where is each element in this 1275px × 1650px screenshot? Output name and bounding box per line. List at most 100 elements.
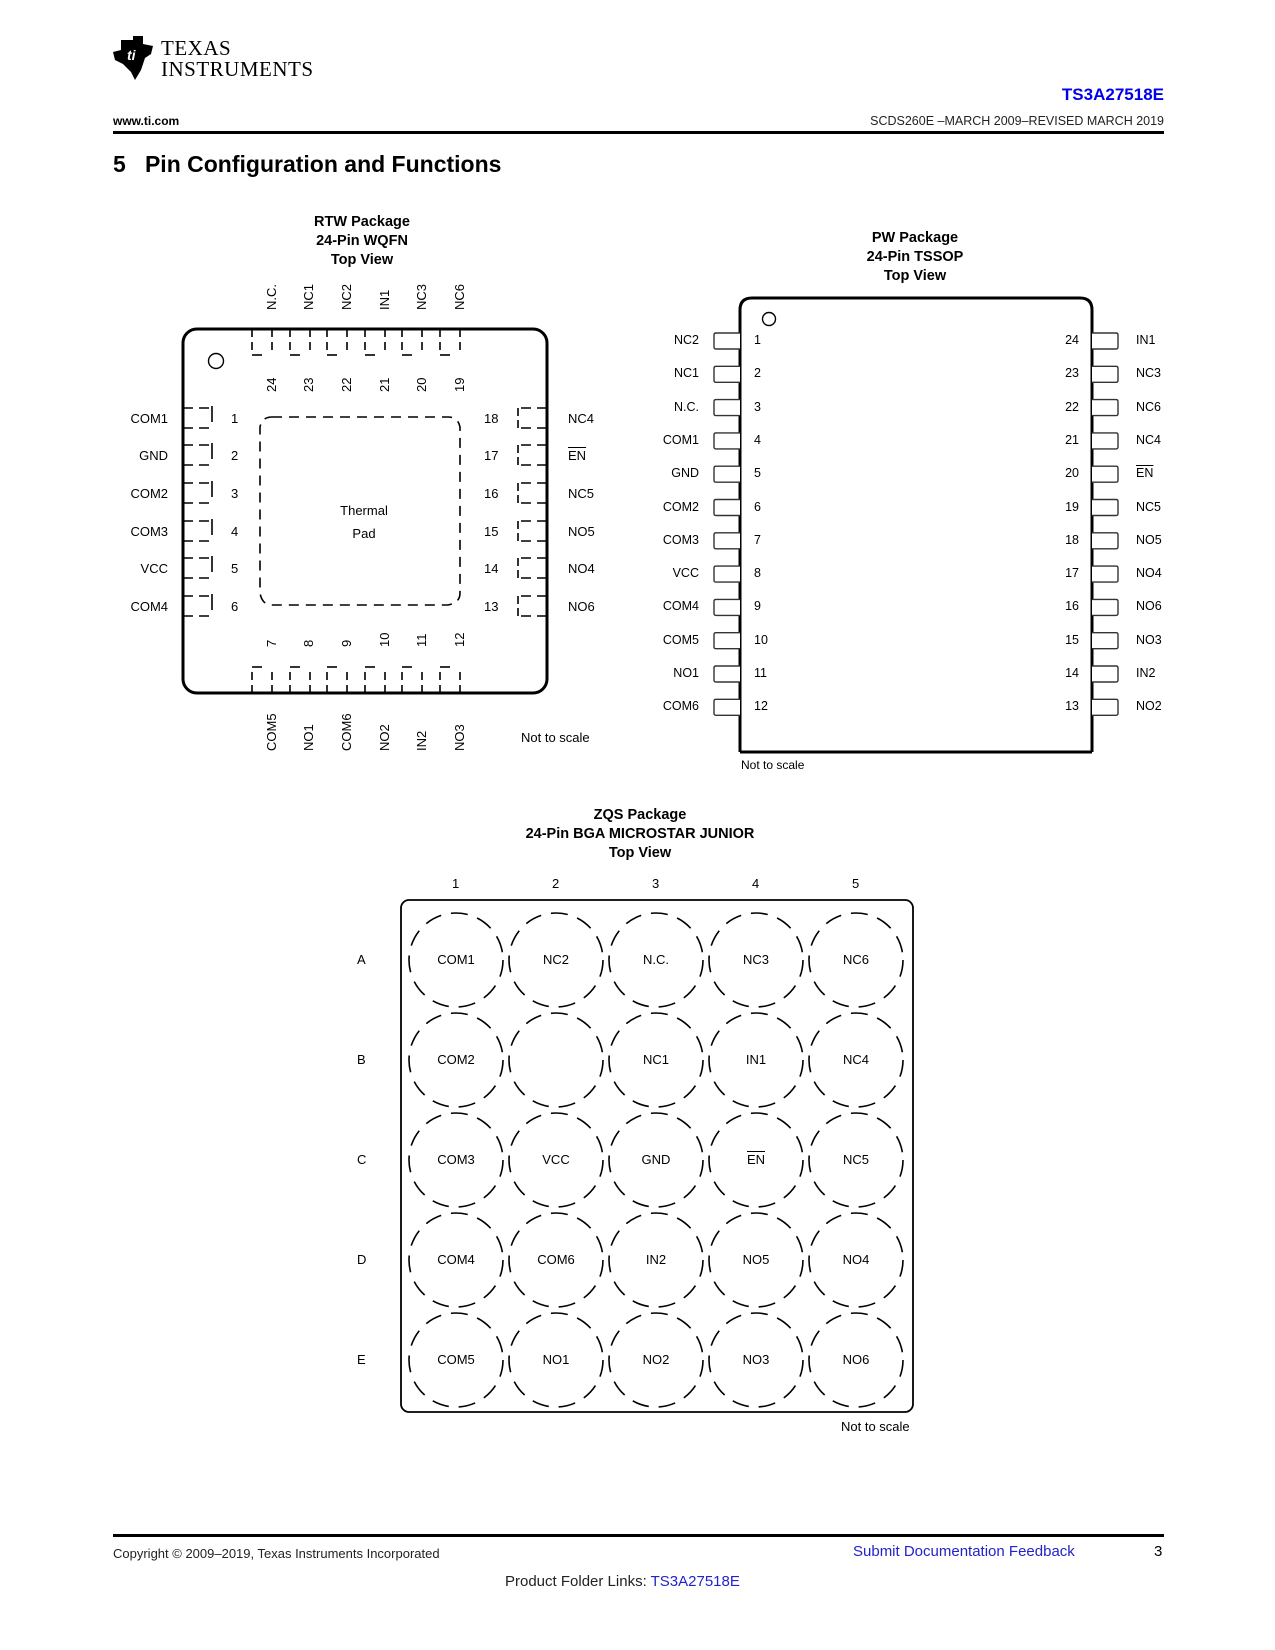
logo-line-2: Instruments [161, 57, 314, 81]
rtw-pin-9-num: 9 [339, 639, 354, 647]
rtw-pin-3-name: COM2 [130, 486, 168, 501]
pw-pin-1-num: 1 [754, 333, 761, 347]
zqs-ball-D5 [808, 1212, 904, 1308]
zqs-ball-B1-label: COM2 [437, 1052, 475, 1067]
pw-pin-17-name: NO4 [1136, 566, 1162, 581]
zqs-ball-E5 [808, 1312, 904, 1408]
pw-package-diagram [713, 296, 1119, 754]
website-label: www.ti.com [113, 114, 180, 128]
pw-pin-6-num: 6 [754, 499, 761, 514]
pw-package-title: PW Package 24-Pin TSSOP Top View [815, 229, 1015, 286]
rtw-pin-7-name: COM5 [264, 713, 279, 751]
zqs-ball-C1-label: COM3 [437, 1152, 475, 1167]
logo-line-1: Texas [161, 36, 232, 60]
zqs-ball-D1 [408, 1212, 504, 1308]
zqs-ball-C4 [708, 1112, 804, 1208]
rtw-pin-4-num: 4 [231, 524, 239, 539]
part-number-link[interactable]: TS3A27518E [1061, 85, 1164, 104]
zqs-body-outline [400, 899, 914, 1413]
pw-pin-7-num: 7 [754, 532, 761, 547]
zqs-ball-A5-label: NC6 [842, 952, 869, 967]
pw-pin-21-num: 21 [1065, 432, 1079, 447]
pw-pin-8-num: 8 [754, 566, 761, 581]
pw-pin-3-name: N.C. [674, 399, 699, 414]
zqs-ball-E1-label: COM5 [437, 1352, 475, 1367]
pw-pin-18-name: NO5 [1136, 532, 1162, 547]
rtw-pin-1-num: 1 [231, 411, 239, 426]
rtw-package-diagram [181, 327, 549, 695]
zqs-ball-A3-label: N.C. [643, 952, 669, 967]
rtw-package-title: RTW Package 24-Pin WQFN Top View [262, 213, 462, 270]
zqs-column-1-label: 1 [452, 876, 460, 891]
zqs-row-B-label: B [357, 1052, 366, 1067]
pw-title-line1: PW Package [871, 230, 959, 246]
zqs-ball-E4-label: NO3 [742, 1352, 770, 1367]
pw-pin-4-num: 4 [754, 432, 761, 447]
svg-text:ti: ti [127, 47, 137, 63]
pw-pin-10-num: 10 [754, 632, 768, 647]
pw-pin-23-num: 23 [1065, 366, 1079, 381]
rtw-pin-10-name: NO2 [377, 724, 392, 751]
pin1-indicator-icon [207, 352, 225, 370]
pw-title-line3: Top View [883, 268, 947, 284]
pw-pin-13-name: NO2 [1136, 699, 1162, 714]
doc-revision: SCDS260E –MARCH 2009–REVISED MARCH 2019 [870, 114, 1164, 128]
rtw-pin-19-num: 19 [452, 377, 467, 392]
zqs-ball-B1 [408, 1012, 504, 1108]
pw-pin-5-num: 5 [754, 466, 761, 481]
rtw-pin-15-name: NO5 [568, 524, 595, 539]
rtw-pin-8-name: NO1 [301, 724, 316, 751]
zqs-ball-A3 [608, 912, 704, 1008]
zqs-ball-A1 [408, 912, 504, 1008]
pw-pin-20-num: 20 [1065, 466, 1079, 481]
pw-pin-21-name: NC4 [1136, 432, 1162, 447]
zqs-ball-D5-label: NO4 [842, 1252, 870, 1267]
rtw-pin-7-num: 7 [264, 639, 279, 647]
rtw-pin-14-num: 14 [484, 561, 499, 576]
zqs-row-E-label: E [357, 1352, 366, 1367]
pw-pin-9-name: COM4 [662, 599, 699, 614]
rtw-pin-2-num: 2 [231, 448, 239, 463]
zqs-ball-C3 [608, 1112, 704, 1208]
pw-pin-7-name: COM3 [662, 532, 699, 547]
rtw-not-to-scale: Not to scale [521, 730, 590, 745]
ti-logo-icon: ti [113, 36, 153, 80]
zqs-column-2-label: 2 [552, 876, 560, 891]
product-folder-link[interactable]: TS3A27518E [650, 1573, 740, 1590]
zqs-row-A-label: A [357, 952, 366, 967]
pw-pin-13-num: 13 [1065, 699, 1079, 714]
zqs-ball-E2 [508, 1312, 604, 1408]
pw-not-to-scale: Not to scale [741, 758, 805, 772]
pw-pin-23-name: NC3 [1136, 366, 1162, 381]
zqs-title-line3: Top View [608, 845, 672, 861]
pw-pin-15-num: 15 [1065, 632, 1079, 647]
section-title: 5 Pin Configuration and Functions [113, 151, 501, 178]
header-rule [113, 131, 1164, 134]
pw-pin-17-num: 17 [1065, 566, 1079, 581]
pw-pin-4-name: COM1 [662, 432, 699, 447]
rtw-pin-12-num: 12 [452, 632, 467, 647]
pw-pin-12-name: COM6 [662, 699, 699, 714]
pw-pin-9-num: 9 [754, 599, 761, 614]
pw-pin-16-name: NO6 [1136, 599, 1162, 614]
zqs-ball-E3-label: NO2 [642, 1352, 670, 1367]
zqs-ball-D4 [708, 1212, 804, 1308]
rtw-pin-6-num: 6 [231, 599, 239, 614]
zqs-ball-C2-label: VCC [542, 1152, 570, 1167]
thermal-line2: Pad [352, 526, 376, 541]
submit-feedback-link[interactable]: Submit Documentation Feedback [853, 1543, 1075, 1560]
pw-pin-20-name: EN [1136, 466, 1154, 481]
page-number: 3 [1154, 1543, 1163, 1560]
rtw-pin-24-num: 24 [264, 377, 279, 392]
rtw-pin-4-name: COM3 [130, 524, 168, 539]
zqs-ball-B5-label: NC4 [842, 1052, 869, 1067]
rtw-pin-22-name: NC2 [339, 283, 354, 310]
pw-title-line2: 24-Pin TSSOP [866, 249, 964, 265]
zqs-ball-C5-label: NC5 [842, 1152, 869, 1167]
zqs-title-line1: ZQS Package [593, 807, 687, 823]
zqs-ball-B5 [808, 1012, 904, 1108]
zqs-ball-E1 [408, 1312, 504, 1408]
zqs-ball-C5 [808, 1112, 904, 1208]
rtw-pin-16-name: NC5 [568, 486, 595, 501]
pw-body-outline [738, 296, 1094, 752]
